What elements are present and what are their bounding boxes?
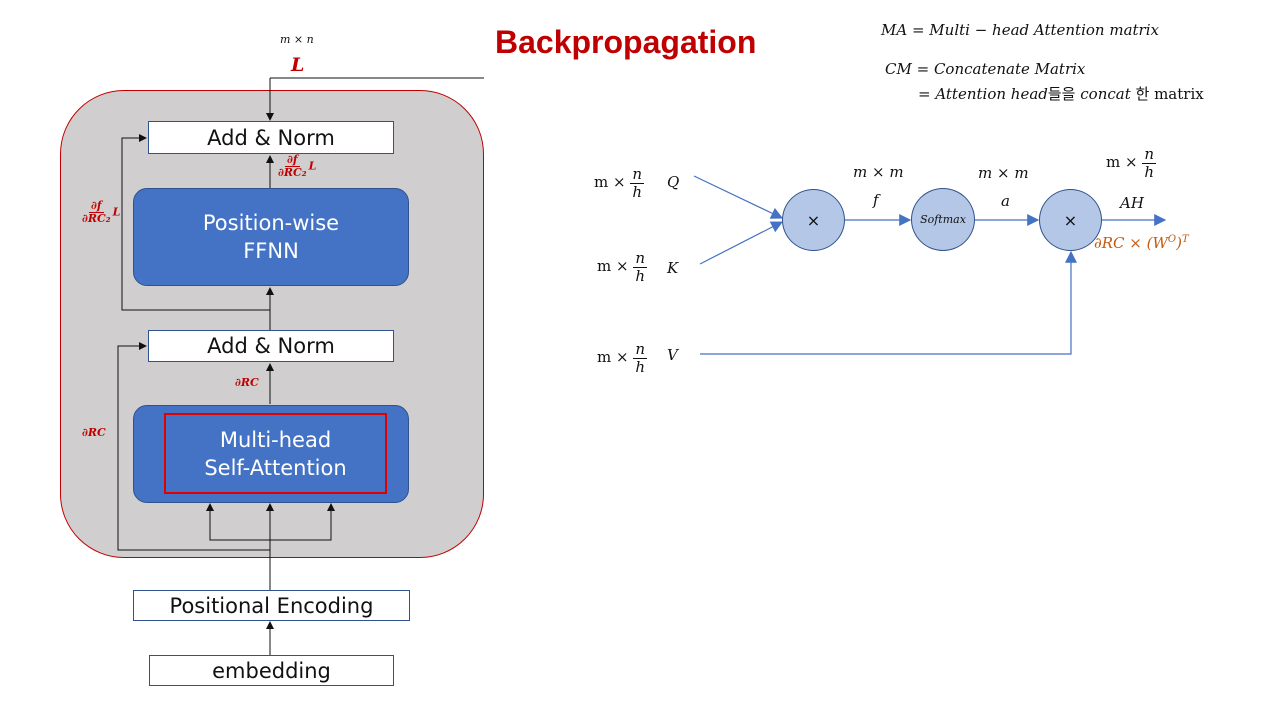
v-label: V bbox=[667, 346, 678, 364]
loss-label: L bbox=[291, 54, 305, 76]
add-norm-bottom: Add & Norm bbox=[148, 330, 394, 362]
ah-label: AH bbox=[1120, 194, 1144, 212]
mha-line1: Multi-head bbox=[219, 427, 332, 452]
note-cm-line2: = Attention head들을 concat 한 matrix bbox=[918, 85, 1204, 103]
f-dim: m × m bbox=[853, 163, 904, 181]
mha-line2: Self-Attention bbox=[204, 455, 347, 480]
grad-rc-mid: ∂RC bbox=[235, 376, 259, 389]
mha-block bbox=[133, 405, 409, 503]
matmul-node-1: × bbox=[782, 189, 845, 251]
mha-highlight-box: Multi-head Self-Attention bbox=[164, 413, 387, 494]
ah-gradient-label: ∂RC × (WO)T bbox=[1094, 234, 1189, 252]
q-label: Q bbox=[667, 173, 680, 191]
embedding-box: embedding bbox=[149, 655, 394, 686]
output-dim-label: m × n bbox=[280, 33, 314, 46]
a-dim: m × m bbox=[978, 164, 1029, 182]
page-title: Backpropagation bbox=[495, 24, 757, 60]
ffnn-line1: Position-wise bbox=[202, 211, 340, 235]
grad-rc-left: ∂RC bbox=[82, 426, 106, 439]
note-ma: MA = Multi − head Attention matrix bbox=[881, 21, 1159, 39]
f-label: f bbox=[873, 191, 879, 209]
ffnn-line2: FFNN bbox=[243, 239, 299, 263]
a-label: a bbox=[1001, 192, 1010, 210]
add-norm-top: Add & Norm bbox=[148, 121, 394, 154]
positional-encoding-box: Positional Encoding bbox=[133, 590, 410, 621]
k-label: K bbox=[667, 259, 679, 277]
softmax-node: Softmax bbox=[911, 188, 975, 251]
ffnn-block: Position-wise FFNN bbox=[133, 188, 409, 286]
matmul-node-2: × bbox=[1039, 189, 1102, 251]
note-cm-line1: CM = Concatenate Matrix bbox=[885, 60, 1086, 78]
